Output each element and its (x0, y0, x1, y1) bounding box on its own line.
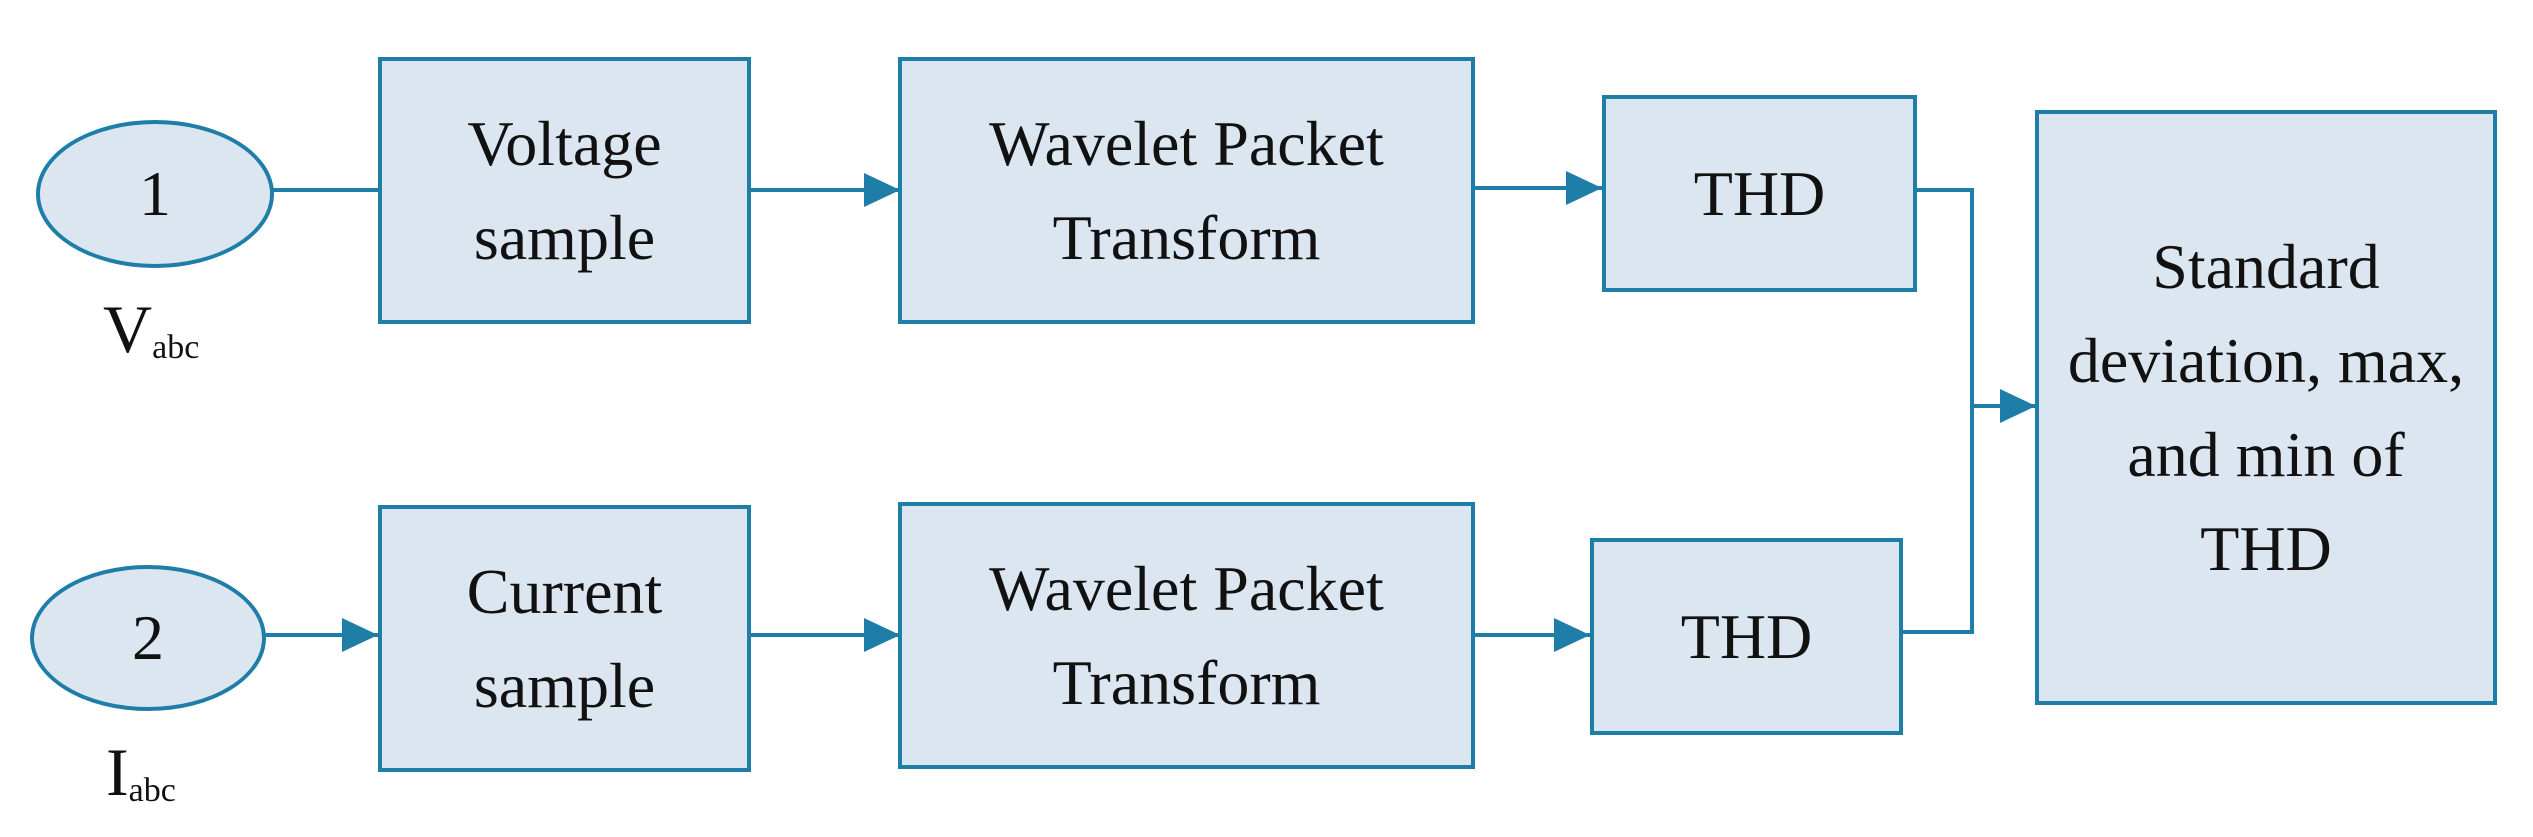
current-sample-line-2: sample (473, 649, 656, 721)
voltage-sample-line-2: sample (473, 201, 656, 273)
thd-top-box: THD (1602, 95, 1917, 292)
arrowhead-current-sample (342, 618, 378, 652)
current-input-subscript: abc (128, 772, 176, 809)
current-input-label: Iabc (106, 738, 176, 808)
thd-statistics-box: Standard deviation, max, and min of THD (2035, 110, 2497, 705)
wavelet-transform-bottom-line-2: Transform (1052, 646, 1321, 718)
wavelet-transform-top-line-1: Wavelet Packet (989, 107, 1384, 179)
voltage-sample-box: Voltage sample (378, 57, 751, 324)
arrowhead-bottom-wpt (864, 618, 900, 652)
thd-statistics-line-3: and min of (2127, 418, 2405, 490)
arrowhead-top-thd (1566, 171, 1602, 205)
input-node-current-number: 2 (132, 602, 164, 673)
arrowhead-bottom-thd (1554, 618, 1590, 652)
current-sample-line-1: Current (466, 555, 663, 627)
voltage-input-subscript: abc (152, 329, 200, 366)
thd-top-label: THD (1693, 157, 1826, 229)
wavelet-transform-bottom-line-1: Wavelet Packet (989, 552, 1384, 624)
thd-bottom-label: THD (1680, 600, 1813, 672)
arrowhead-output (2000, 389, 2036, 423)
voltage-input-label: Vabc (103, 295, 199, 365)
connector-thd-bottom-merge (1900, 406, 1974, 634)
arrowhead-top-wpt (864, 173, 900, 207)
voltage-input-symbol: V (103, 291, 153, 367)
input-node-current: 2 (30, 565, 266, 711)
voltage-sample-line-1: Voltage (467, 107, 662, 179)
wavelet-transform-bottom-box: Wavelet Packet Transform (898, 502, 1475, 769)
wavelet-transform-top-line-2: Transform (1052, 201, 1321, 273)
input-node-voltage-number: 1 (139, 158, 171, 229)
thd-bottom-box: THD (1590, 538, 1903, 735)
thd-statistics-line-1: Standard (2152, 230, 2380, 302)
current-sample-box: Current sample (378, 505, 751, 772)
thd-statistics-line-2: deviation, max, (2067, 324, 2465, 396)
current-input-symbol: I (106, 734, 129, 810)
thd-statistics-line-4: THD (2200, 512, 2332, 584)
input-node-voltage: 1 (36, 120, 274, 268)
connector-thd-top-merge (1916, 188, 1974, 406)
wavelet-transform-top-box: Wavelet Packet Transform (898, 57, 1475, 324)
